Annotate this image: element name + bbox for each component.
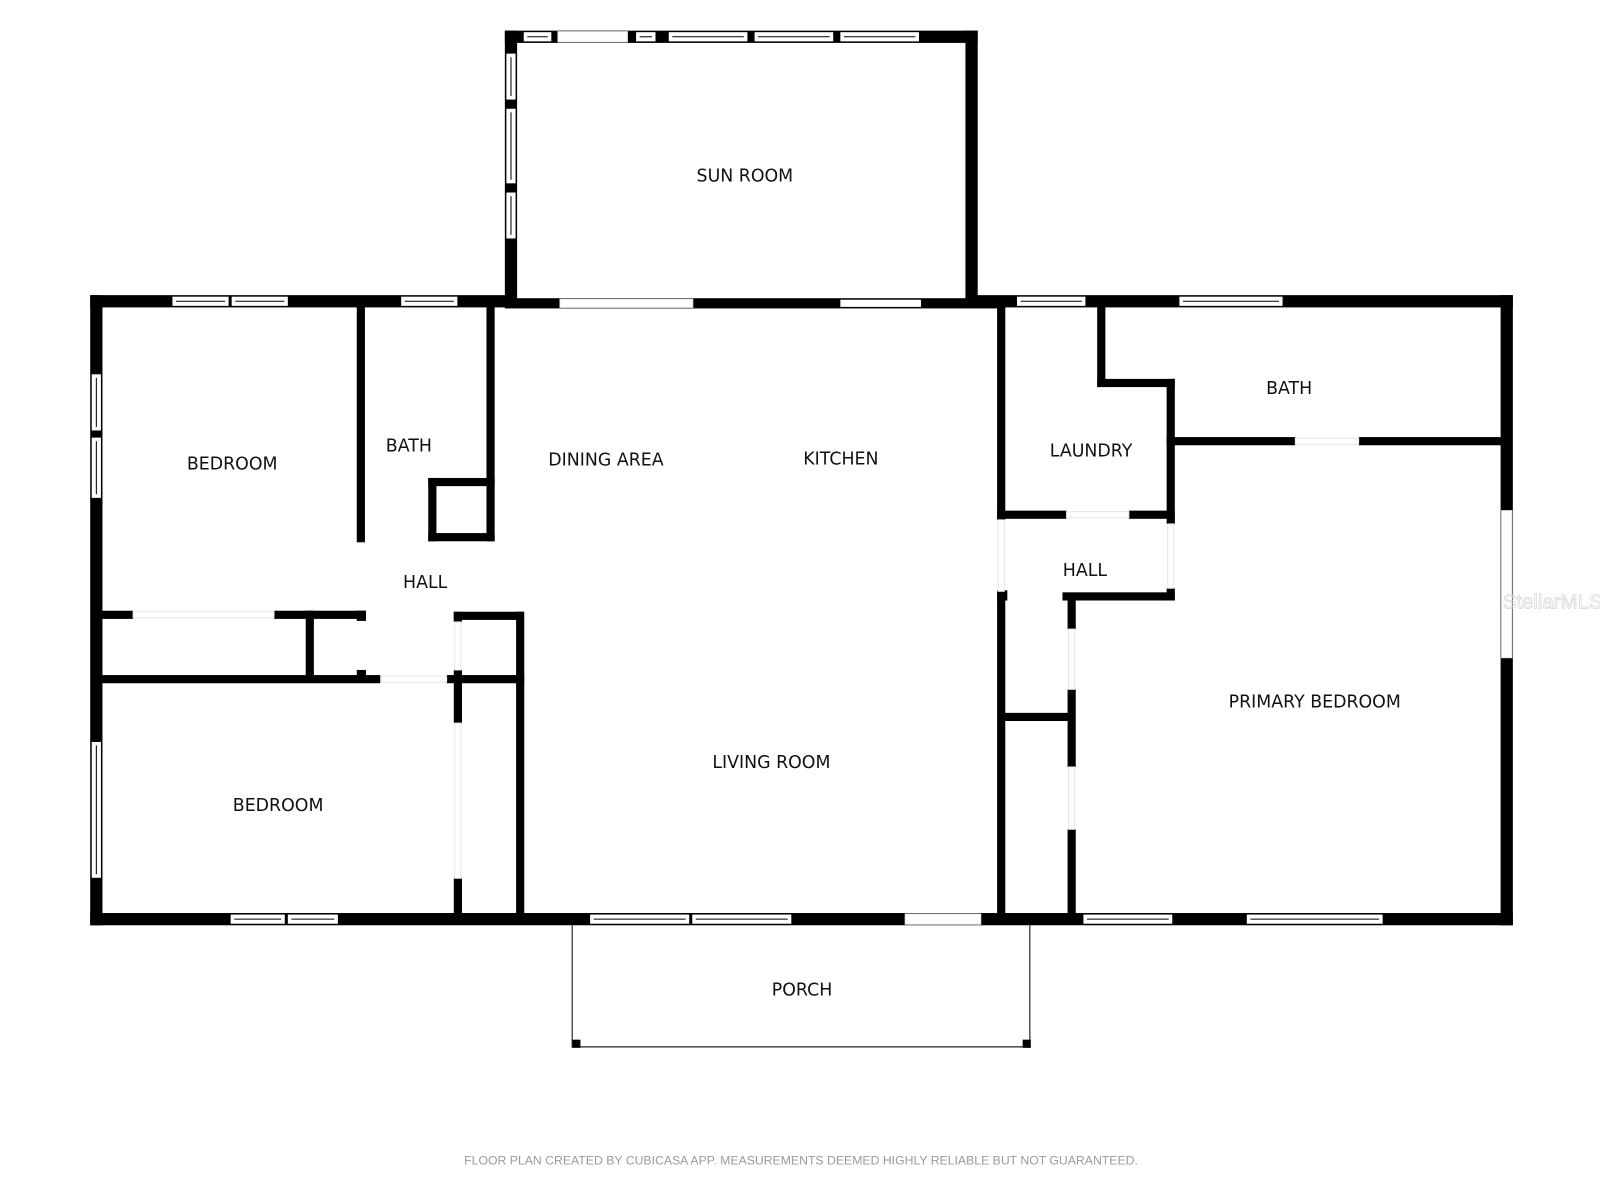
outer-windows	[90, 295, 1513, 925]
room-label-bedroom-2: BEDROOM	[233, 796, 324, 816]
right-wing-openings	[997, 437, 1360, 830]
room-label-hall-1: HALL	[403, 573, 448, 593]
sun-room-windows	[505, 31, 923, 308]
left-wing-walls	[96, 301, 525, 920]
room-label-bedroom-1: BEDROOM	[187, 455, 278, 475]
room-label-dining-area: DINING AREA	[548, 451, 663, 471]
room-label-primary-bedroom: PRIMARY BEDROOM	[1229, 693, 1401, 713]
room-label-porch: PORCH	[772, 981, 833, 1001]
room-label-hall-2: HALL	[1063, 561, 1108, 581]
porch-outline	[571, 925, 1031, 1048]
room-label-kitchen: KITCHEN	[803, 450, 878, 470]
watermark-text: StellarMLS	[1503, 592, 1600, 614]
room-label-bath-2: BATH	[1266, 379, 1312, 399]
room-label-sun-room: SUN ROOM	[697, 167, 794, 187]
room-label-laundry: LAUNDRY	[1050, 441, 1133, 461]
room-label-living-room: LIVING ROOM	[712, 753, 830, 773]
room-label-bath-1: BATH	[386, 436, 432, 456]
right-wing-walls	[997, 301, 1507, 920]
footer-disclaimer: FLOOR PLAN CREATED BY CUBICASA APP. MEAS…	[464, 1153, 1138, 1167]
left-wing-openings	[132, 611, 462, 879]
